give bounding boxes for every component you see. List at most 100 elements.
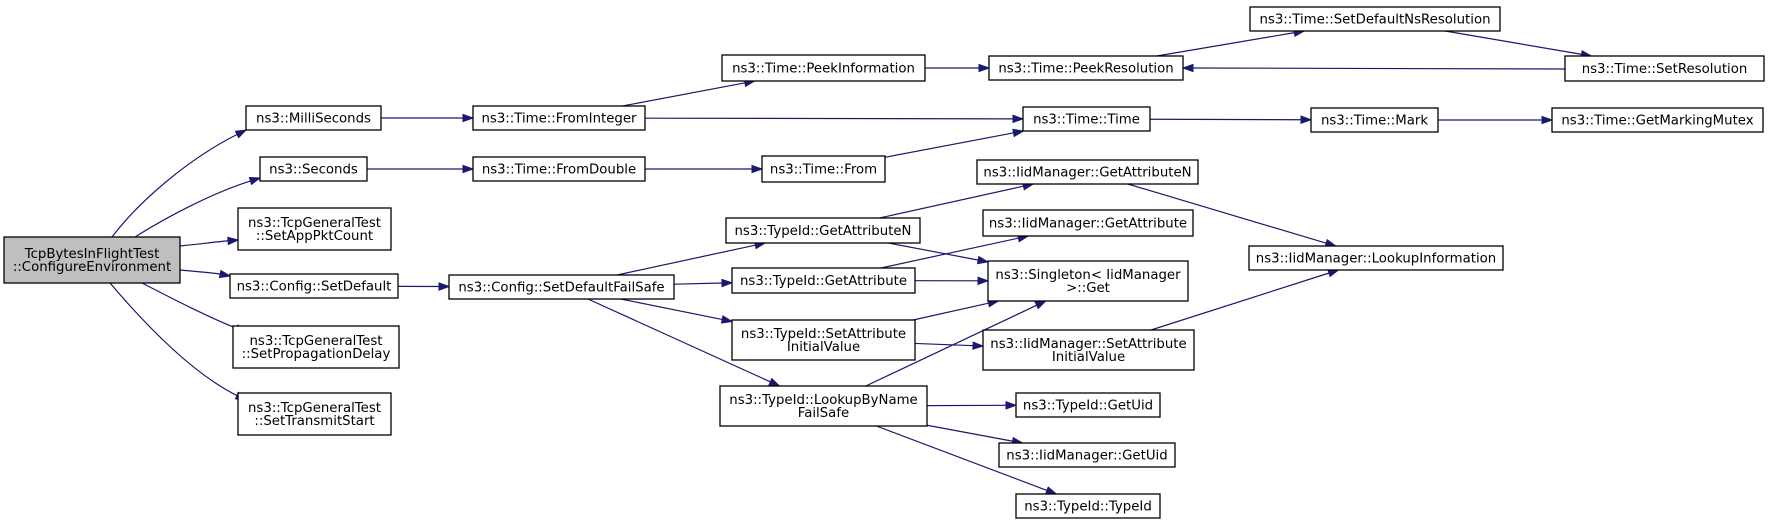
arrowhead — [1044, 486, 1058, 495]
node-root[interactable]: TcpBytesInFlightTest::ConfigureEnvironme… — [3, 236, 181, 284]
edge-setinit-to-singleton — [913, 299, 1000, 321]
edge-line — [926, 424, 1014, 442]
node-box — [1015, 392, 1161, 418]
edge-root-to-seconds — [134, 177, 262, 238]
edge-line — [880, 237, 1020, 269]
edge-line — [884, 132, 1015, 158]
node-peekres[interactable]: ns3::Time::PeekResolution — [988, 55, 1184, 81]
edge-mark-to-getmutex — [1438, 115, 1554, 125]
node-iidgetattrn[interactable]: ns3::IidManager::GetAttributeN — [976, 159, 1199, 185]
node-box — [237, 392, 392, 436]
node-getattrn[interactable]: ns3::TypeId::GetAttributeN — [725, 217, 921, 244]
edge-line — [620, 298, 724, 321]
edge-line — [876, 425, 1049, 492]
edge-fromint-to-peekinfo — [622, 78, 757, 107]
edge-setdefns-to-setres — [1445, 30, 1593, 59]
node-setapp[interactable]: ns3::TcpGeneralTest::SetAppPktCount — [237, 207, 392, 251]
node-label: ns3::TypeId::TypeId — [1024, 500, 1152, 515]
arrowhead — [234, 129, 248, 139]
edge-cfgdef-to-cfgfail — [397, 282, 451, 291]
edge-getattr-to-singleton — [914, 276, 990, 286]
node-box — [982, 329, 1195, 371]
edge-line — [1445, 30, 1583, 56]
node-setprop[interactable]: ns3::TcpGeneralTest::SetPropagationDelay — [232, 325, 400, 369]
node-box — [982, 209, 1194, 237]
node-getmutex[interactable]: ns3::Time::GetMarkingMutex — [1551, 107, 1764, 133]
node-lookupinfo[interactable]: ns3::IidManager::LookupInformation — [1248, 245, 1504, 271]
node-label: ns3::IidManager::GetAttribute — [989, 217, 1187, 232]
node-typeid[interactable]: ns3::TypeId::TypeId — [1015, 493, 1161, 519]
edge-iidgetattrn-to-lookupinfo — [1127, 183, 1338, 248]
node-cfgfail[interactable]: ns3::Config::SetDefaultFailSafe — [448, 274, 675, 300]
node-box — [229, 273, 399, 299]
edge-setinit-to-iidsetinit — [914, 341, 985, 350]
edge-line — [879, 185, 1025, 219]
node-iidgetuid[interactable]: ns3::IidManager::GetUid — [998, 442, 1176, 468]
node-seconds[interactable]: ns3::Seconds — [259, 156, 368, 182]
node-time[interactable]: ns3::Time::Time — [1022, 106, 1151, 132]
edge-line — [1149, 118, 1303, 121]
node-box — [1015, 493, 1161, 519]
node-label: ns3::TcpGeneralTest — [248, 216, 381, 231]
node-label: ns3::TypeId::SetAttribute — [741, 327, 906, 342]
node-peekinfo[interactable]: ns3::Time::PeekInformation — [721, 54, 926, 82]
node-cfgdef[interactable]: ns3::Config::SetDefault — [229, 273, 399, 299]
node-label: ns3::Time::Time — [1033, 113, 1140, 128]
arrowhead — [976, 255, 990, 265]
arrowhead — [462, 164, 475, 174]
node-iidsetinit[interactable]: ns3::IidManager::SetAttributeInitialValu… — [982, 329, 1195, 371]
edge-peekres-to-setdefns — [1156, 28, 1306, 57]
arrowhead — [972, 341, 985, 350]
node-label: ns3::TypeId::LookupByName — [729, 393, 917, 408]
node-label: ns3::Singleton< IidManager — [995, 268, 1181, 283]
edge-line — [888, 242, 980, 261]
arrowhead — [248, 177, 262, 186]
node-singleton[interactable]: ns3::Singleton< IidManager>::Get — [987, 260, 1189, 302]
node-label: ns3::TypeId::GetUid — [1023, 399, 1153, 414]
edge-line — [616, 244, 757, 276]
edge-line — [622, 82, 746, 107]
node-millis[interactable]: ns3::MilliSeconds — [245, 105, 382, 131]
arrowhead — [1012, 128, 1025, 138]
node-label: ns3::IidManager::GetUid — [1006, 449, 1167, 464]
node-timefrom[interactable]: ns3::Time::From — [761, 155, 886, 183]
edge-timefrom-to-time — [884, 128, 1025, 158]
node-box — [731, 267, 916, 294]
node-label: ns3::TcpGeneralTest — [248, 401, 381, 416]
node-label: ns3::Config::SetDefaultFailSafe — [458, 281, 664, 296]
nodes-layer: TcpBytesInFlightTest::ConfigureEnvironme… — [3, 6, 1765, 519]
node-fromint[interactable]: ns3::Time::FromInteger — [472, 105, 646, 131]
arrowhead — [1541, 115, 1554, 125]
node-label: ns3::TypeId::GetAttribute — [740, 274, 907, 289]
edge-root-to-settx — [109, 282, 248, 401]
node-iidgetattr[interactable]: ns3::IidManager::GetAttribute — [982, 209, 1194, 237]
edge-time-to-mark — [1149, 115, 1313, 125]
arrowhead — [751, 164, 764, 174]
node-box — [3, 236, 181, 284]
node-box — [472, 105, 646, 131]
node-label: ns3::MilliSeconds — [256, 112, 371, 127]
edge-line — [1191, 67, 1566, 70]
arrowhead — [218, 269, 232, 279]
arrowhead — [978, 63, 991, 73]
node-getuid[interactable]: ns3::TypeId::GetUid — [1015, 392, 1161, 418]
edge-line — [134, 180, 252, 238]
node-getattr[interactable]: ns3::TypeId::GetAttribute — [731, 267, 916, 294]
edge-root-to-cfgdef — [179, 269, 232, 279]
node-fromdbl[interactable]: ns3::Time::FromDouble — [472, 156, 646, 182]
node-label: ns3::Time::PeekInformation — [732, 62, 915, 77]
node-label: ns3::IidManager::LookupInformation — [1256, 252, 1496, 267]
node-box — [448, 274, 675, 300]
edge-root-to-setapp — [179, 236, 240, 247]
edge-millis-to-fromint — [381, 113, 475, 123]
node-setdefns[interactable]: ns3::Time::SetDefaultNsResolution — [1249, 6, 1501, 32]
arrowhead — [1181, 63, 1194, 73]
node-box — [1249, 6, 1501, 32]
node-mark[interactable]: ns3::Time::Mark — [1310, 107, 1439, 133]
node-settx[interactable]: ns3::TcpGeneralTest::SetTransmitStart — [237, 392, 392, 436]
node-label: ns3::Time::FromInteger — [481, 112, 637, 127]
edge-line — [865, 304, 1038, 387]
node-setres[interactable]: ns3::Time::SetResolution — [1564, 55, 1765, 82]
